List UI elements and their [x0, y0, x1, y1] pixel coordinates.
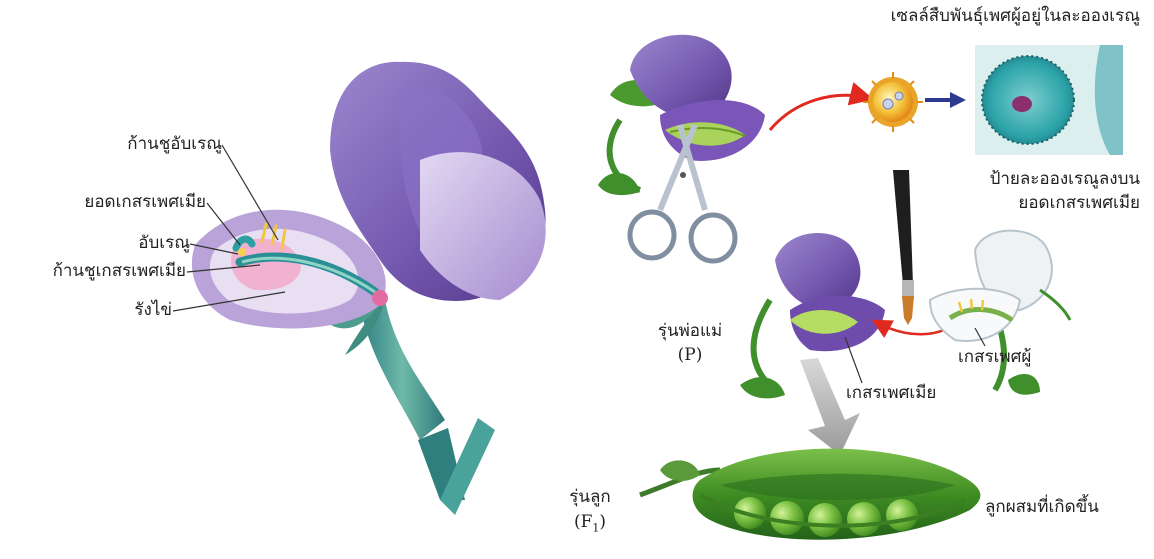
pollen-micrograph: [975, 45, 1123, 155]
label-style: ก้านชูเกสรเพศเมีย: [0, 261, 186, 281]
label-female-part: เกสรเพศเมีย: [846, 383, 936, 403]
label-offspring-generation: รุ่นลูก: [545, 487, 635, 507]
red-arrow-to-pollen: [770, 95, 868, 130]
label-apply-line1: ป้ายละอองเรณูลงบน: [940, 169, 1140, 189]
label-male-part: เกสรเพศผู้: [958, 347, 1031, 367]
pollen-grain: [863, 72, 923, 132]
label-filament: ก้านชูอับเรณู: [30, 134, 222, 154]
label-apply-line2: ยอดเกสรเพศเมีย: [940, 193, 1140, 213]
label-ovary: รังไข่: [30, 300, 172, 320]
label-anther: อับเรณู: [30, 233, 190, 253]
pea-pod: [640, 449, 980, 540]
label-stigma: ยอดเกสรเพศเมีย: [0, 192, 206, 212]
blue-arrow: [925, 92, 966, 108]
top-flower: [598, 35, 765, 195]
label-parent-generation: รุ่นพ่อแม่: [640, 321, 740, 341]
grey-down-arrow: [800, 358, 860, 455]
left-flower: [192, 62, 546, 515]
label-hybrid-seeds: ลูกผสมที่เกิดขึ้น: [985, 497, 1099, 517]
paint-brush: [893, 170, 914, 325]
label-offspring-symbol: (F1): [545, 512, 635, 535]
label-pollen-cell: เซลล์สืบพันธุ์เพศผู้อยู่ในละอองเรณู: [840, 6, 1140, 26]
white-parent-flower: [930, 231, 1070, 395]
label-parent-symbol: (P): [640, 345, 740, 365]
